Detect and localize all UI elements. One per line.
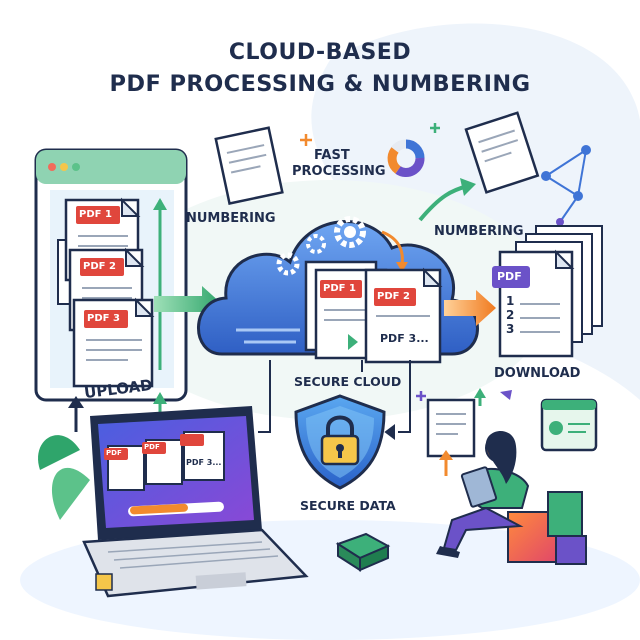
output-number-2: 2 [506, 308, 515, 322]
floating-docs-right [416, 388, 512, 476]
label-numbering-left: NUMBERING [186, 211, 276, 226]
doc-stack-laptop [104, 431, 225, 491]
title-line-2: PDF PROCESSING & NUMBERING [109, 71, 531, 97]
doc-tag-cloud-1: PDF 1 [323, 283, 356, 294]
doc-stack-cloud [304, 260, 443, 364]
title-line-1: CLOUD-BASED [228, 40, 412, 65]
person-with-tablet [436, 430, 587, 565]
doc-stack-output [492, 225, 603, 358]
floating-docs-top [214, 111, 540, 222]
label-secure-cloud: SECURE CLOUD [294, 374, 402, 389]
doc-tag-laptop-1: PDF [106, 449, 122, 457]
gear-icon [276, 216, 408, 276]
doc-tag-cloud-2: PDF 2 [377, 291, 410, 302]
doc-tag-cloud-3: PDF 3... [380, 332, 429, 345]
doc-tag-laptop-3: PDF 3... [186, 458, 222, 467]
label-numbering-right: NUMBERING [434, 224, 524, 239]
doc-stack-left [57, 197, 155, 388]
network-graph-icon [541, 145, 591, 226]
label-secure-data: SECURE DATA [300, 498, 396, 513]
label-fast: FAST [314, 148, 350, 163]
doc-tag-left-1: PDF 1 [79, 209, 112, 220]
label-processing: PROCESSING [292, 164, 386, 179]
doc-tag-laptop-2: PDF [144, 443, 160, 451]
output-number-1: 1 [506, 294, 515, 308]
arrow-to-download-icon [444, 290, 496, 326]
doc-tag-left-3: PDF 3 [87, 313, 120, 324]
donut-chart-icon [387, 139, 425, 177]
decor-cubes [95, 532, 391, 591]
output-number-3: 3 [506, 322, 515, 336]
doc-tag-output: PDF [497, 270, 522, 283]
doc-tag-left-2: PDF 2 [83, 261, 116, 272]
shield-lock-icon [294, 394, 386, 490]
chat-window-icon [540, 398, 598, 452]
label-download: DOWNLOAD [494, 366, 581, 381]
